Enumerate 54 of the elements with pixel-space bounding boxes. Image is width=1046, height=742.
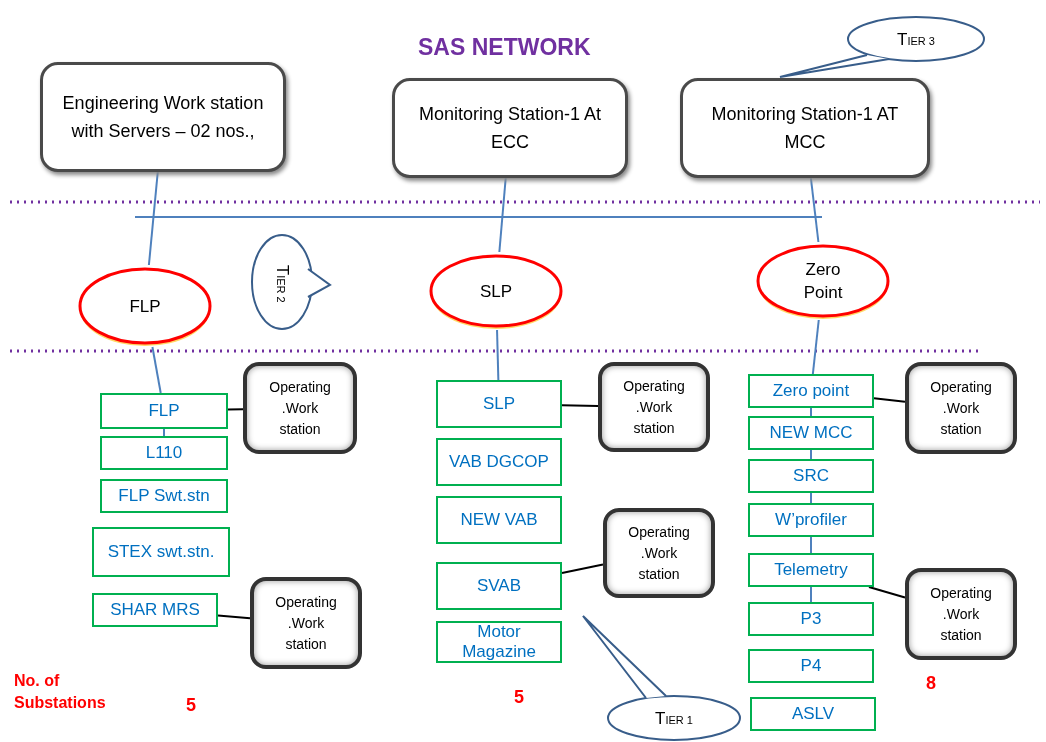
connector-line	[810, 536, 812, 554]
speech-bubble: TIER 1	[580, 612, 742, 742]
connector-line	[809, 177, 820, 243]
substation-box: FLP	[100, 393, 228, 429]
station-box: Monitoring Station-1 At ECC	[392, 78, 628, 178]
workstation-box: Operating .Work station	[905, 568, 1017, 660]
connector-line	[217, 614, 251, 620]
speech-bubble: TIER 3	[775, 15, 987, 80]
substation-box: W’profiler	[748, 503, 874, 537]
substation-box: P3	[748, 602, 874, 636]
connector-line	[811, 319, 820, 375]
connector-line	[498, 177, 507, 253]
substation-box: NEW VAB	[436, 496, 562, 544]
workstation-box: Operating .Work station	[905, 362, 1017, 454]
connector-line	[163, 428, 165, 437]
connector-line	[867, 586, 906, 599]
substation-box: Telemetry	[748, 553, 874, 587]
connector-line	[810, 586, 812, 603]
workstation-box: Operating .Work station	[598, 362, 710, 452]
count-label: 5	[186, 694, 196, 717]
ellipse-node: FLP	[77, 265, 213, 347]
connector-line	[810, 449, 812, 460]
substation-box: ASLV	[750, 697, 876, 731]
workstation-box: Operating .Work station	[243, 362, 357, 454]
connector-line	[873, 397, 906, 403]
substation-box: NEW MCC	[748, 416, 874, 450]
connector-line	[810, 492, 812, 504]
note-label: No. of Substations	[14, 671, 107, 713]
connector-line	[561, 404, 599, 407]
diagram-title: SAS NETWORK	[418, 33, 591, 62]
ellipse-node: Zero Point	[755, 242, 891, 320]
connector-line	[151, 346, 162, 394]
substation-box: L110	[100, 436, 228, 470]
substation-box: FLP Swt.stn	[100, 479, 228, 513]
count-label: 8	[926, 672, 936, 695]
connector-line	[561, 563, 604, 574]
substation-box: Motor Magazine	[436, 621, 562, 663]
substation-box: Zero point	[748, 374, 874, 408]
workstation-box: Operating .Work station	[603, 508, 715, 598]
station-box: Engineering Work station with Servers – 02 nos.,	[40, 62, 286, 172]
connector-line	[147, 171, 159, 266]
ellipse-node: SLP	[428, 252, 564, 330]
connector-line	[810, 407, 812, 417]
substation-box: SVAB	[436, 562, 562, 610]
substation-box: SRC	[748, 459, 874, 493]
substation-box: SHAR MRS	[92, 593, 218, 627]
connector-line	[496, 329, 500, 381]
substation-box: P4	[748, 649, 874, 683]
workstation-box: Operating .Work station	[250, 577, 362, 669]
substation-box: VAB DGCOP	[436, 438, 562, 486]
substation-box: SLP	[436, 380, 562, 428]
substation-box: STEX swt.stn.	[92, 527, 230, 577]
connector-line	[227, 408, 244, 411]
count-label: 5	[514, 686, 524, 709]
